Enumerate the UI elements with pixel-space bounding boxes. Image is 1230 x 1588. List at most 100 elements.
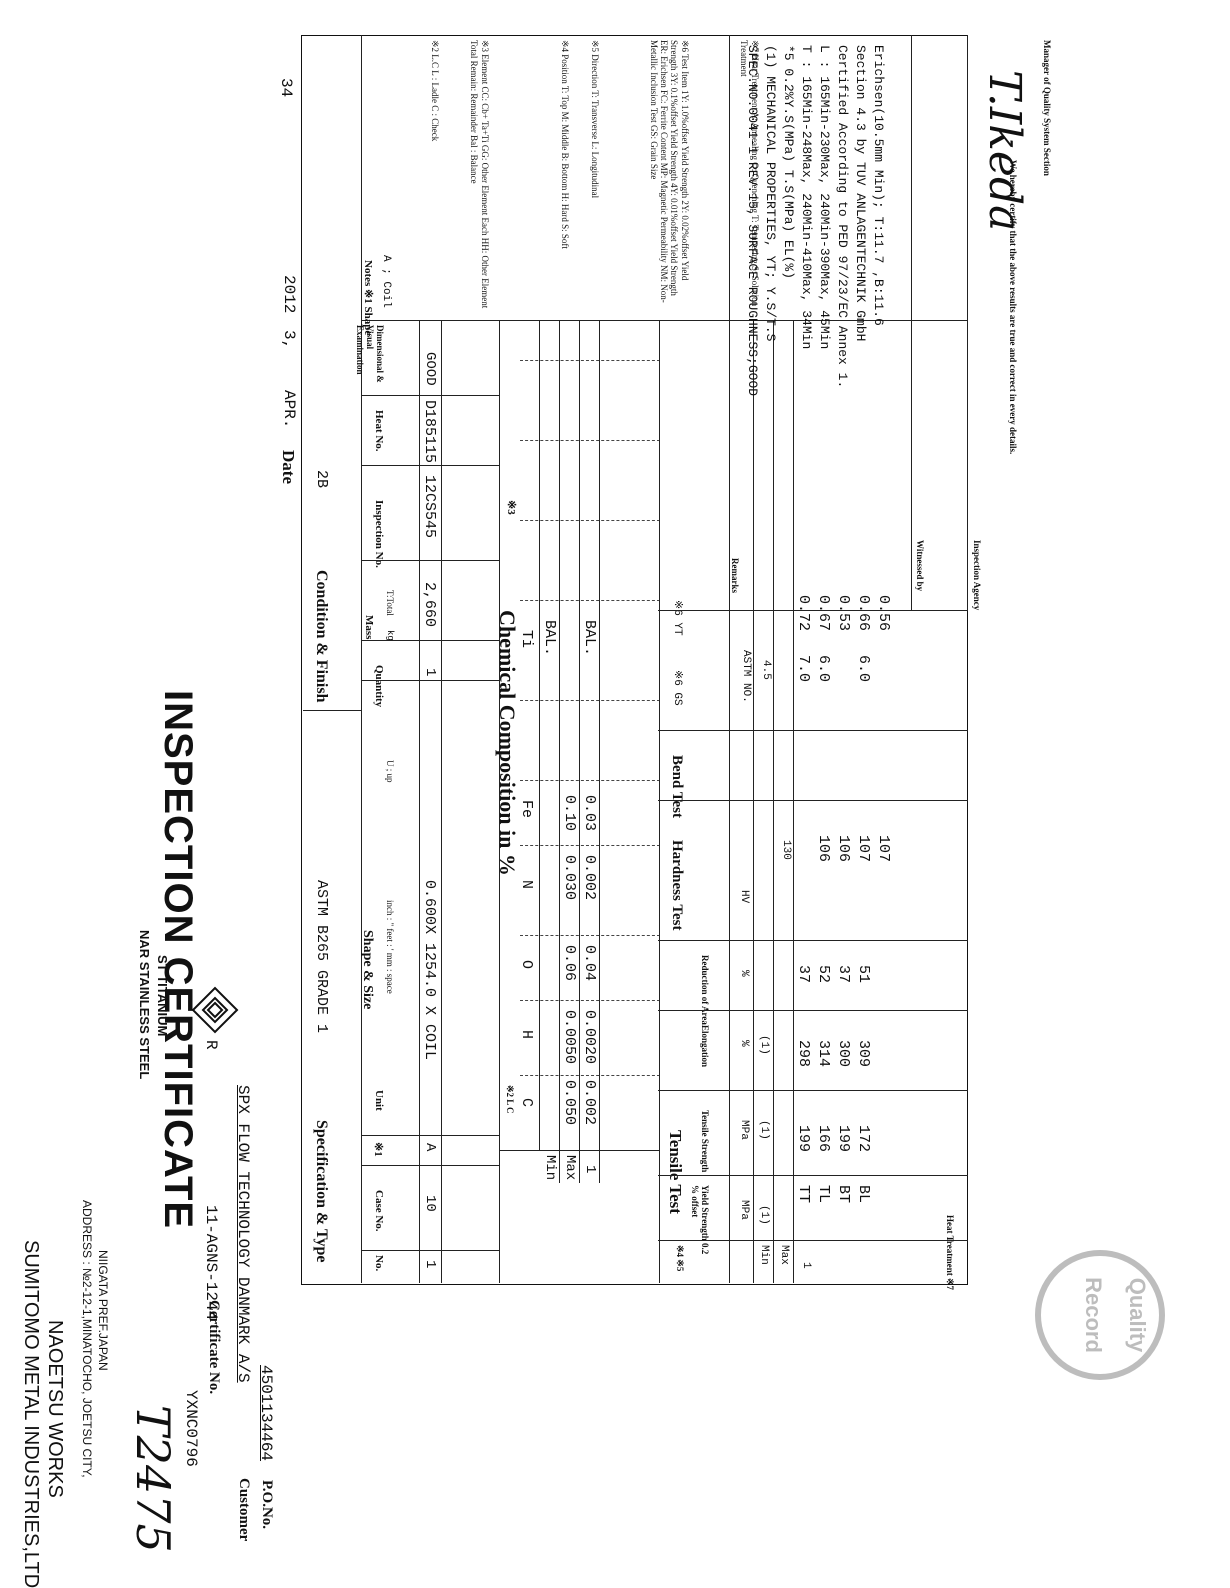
mech-cell-yield: 199: [795, 1125, 812, 1153]
row1-fe: 0.03: [581, 795, 598, 832]
mech-cell-pos: BL: [855, 1185, 872, 1204]
finish-value: 2B: [313, 470, 330, 489]
row1-h: 0.0020: [581, 1010, 598, 1065]
col-case: Case No.: [373, 1190, 385, 1232]
mech-cell-yt: 0.67: [815, 595, 832, 632]
row1-ti: BAL.: [581, 620, 598, 657]
element-ti: Ti: [518, 630, 535, 649]
max-ti: BAL.: [541, 620, 558, 657]
chem-mark3: ※3: [505, 500, 517, 515]
min-ts: (1): [758, 1120, 770, 1140]
col-dim: Dimensional & Visual Examination: [355, 325, 385, 383]
row-shape-code: A: [422, 1143, 438, 1152]
works-name: NAOETSU WORKS: [44, 1320, 66, 1498]
mech-cell-el: 37: [795, 965, 812, 984]
remarks-line: SPEC.NO.0041-1 REV.15, SURFACE ROUGHNESS…: [745, 45, 760, 397]
col-inspection: Inspection No.: [373, 500, 385, 568]
mech-cell-ts: 309: [855, 1040, 872, 1068]
remarks-line: Certified According to PED 97/23/EC Anne…: [835, 45, 850, 389]
mech-cell-yield: 166: [815, 1125, 832, 1153]
row-no: 1: [422, 1260, 438, 1269]
mech-cell-pos: BT: [835, 1185, 852, 1204]
row-case: 10: [422, 1195, 438, 1212]
gs-astm-label: ASTM NO.: [740, 650, 752, 703]
unit-red: %: [738, 970, 750, 977]
remarks-line: Section 4.3 by TUV ANLAGENTECHNIK GmbH: [853, 45, 868, 342]
remarks-label: Remarks: [730, 558, 740, 593]
mech-cell-ts: 298: [795, 1040, 812, 1068]
row-heat: D185115: [421, 400, 438, 464]
col-mass: Mass: [363, 615, 375, 640]
mech-hardness-header: Hardness Test: [669, 840, 685, 931]
element-n: N: [518, 880, 535, 890]
mech-max-label: Max: [778, 1245, 790, 1265]
remarks-line: T : 165Min-248Max, 240Min-410Max, 34Min: [799, 45, 814, 350]
address-line-1: ADDRESS : №2-12-1,MINATOCHO, JOETSU CITY…: [80, 1200, 94, 1478]
mech-cell-pos: TT: [795, 1185, 812, 1204]
row-inspection: 12CS545: [421, 475, 438, 539]
max-o: 0.06: [561, 945, 578, 982]
po-label: P.O.No.: [259, 1480, 275, 1530]
notes-element: ※3 Element CC: Cb+ Ta+Ti GG: Other Eleme…: [469, 40, 490, 309]
mech-cell-ts: 314: [815, 1040, 832, 1068]
max-c: 0.050: [561, 1080, 578, 1126]
col-mark1: ※1: [372, 1142, 384, 1157]
max-gs: 4.5: [760, 660, 772, 680]
row1-c: 0.002: [581, 1080, 598, 1126]
po-number: 4501134464: [257, 1365, 275, 1462]
mech-cell-hv: 106: [815, 835, 832, 863]
col-mass-sub: T:Total: [385, 590, 395, 616]
unit-elong: %: [738, 1040, 750, 1047]
witnessed-label: Witnessed by: [915, 540, 925, 592]
spec-value: ASTM B265 GRADE 1: [313, 880, 330, 1034]
col-shape-sub2: U ; up: [385, 760, 395, 783]
notes-title: Notes ※1 Shape: [362, 260, 374, 336]
spec-header: Specification & Type: [313, 1120, 330, 1263]
condition-header: Condition & Finish: [313, 570, 330, 703]
chem-mark2: ※2 L C: [505, 1085, 515, 1114]
remarks-line: (1) MECHANICAL PROPERTIES, YT; Y.S/T.S: [763, 45, 778, 342]
mech-cell-pos: TL: [815, 1185, 832, 1204]
notes-direction: ※5 Direction T: Transverse L: Longitudin…: [590, 40, 600, 199]
mech-elong-header: Elongation: [700, 1025, 710, 1068]
min-elong: (1): [758, 1035, 770, 1055]
mech-cell-gs: 6.0: [855, 655, 872, 683]
manager-title: Manager of Quality System Section: [1042, 40, 1052, 176]
mech-row-no: 1: [800, 1262, 812, 1269]
mech-yield-header: Yield Strength 0.2 % offset: [690, 1185, 710, 1255]
element-fe: Fe: [518, 800, 535, 819]
max-fe: 0.10: [561, 795, 578, 832]
remarks-line: L : 165Min-230Max, 240Min-390Max, 45Min: [817, 45, 832, 350]
date-year: 2012: [280, 275, 298, 314]
row-size: 0.600X 1254.0 X COIL: [421, 880, 438, 1061]
unit-hardness: HV: [738, 890, 750, 904]
mech-tensile-header: Tensile Test: [666, 1130, 685, 1214]
certificate-number: 11-AGNS-1244: [202, 1205, 220, 1321]
element-o: O: [518, 960, 535, 970]
mech-cell-el: 51: [855, 965, 872, 984]
company-name: SUMITOMO METAL INDUSTRIES,LTD: [20, 1240, 42, 1588]
handwritten-number: T2475: [126, 1405, 180, 1553]
mech-cell-hv: 106: [835, 835, 852, 863]
mech-cell-ts: 300: [835, 1040, 852, 1068]
mech-yt-header: ※6 YT: [671, 600, 683, 636]
unit-ts: MPa: [738, 1120, 750, 1140]
date-day: 3,: [280, 330, 298, 350]
mech-min-label: Min: [758, 1245, 770, 1265]
mech-cell-gs: 7.0: [795, 655, 812, 683]
col-shape-sub: inch : " feet : ' mm : space: [385, 900, 395, 994]
row-quantity: 1: [422, 668, 438, 677]
col-no: No.: [373, 1255, 385, 1272]
mech-ts-header: Tensile Strength: [700, 1110, 710, 1173]
col-quantity: Quantity: [373, 665, 385, 708]
remarks-line: Erichsen(10.5mm Min); T:11.7 ,B:11.6: [871, 45, 886, 326]
customer-label: Customer: [236, 1478, 252, 1542]
max-h: 0.0050: [561, 1010, 578, 1065]
heat-treatment-label: Heat Treatment ※7: [945, 1215, 955, 1291]
product-line-2: ST TITANIUM: [155, 955, 170, 1037]
element-h: H: [518, 1030, 535, 1040]
notes-position: ※4 Position T: Top M: Middle B: Bottom H…: [560, 40, 570, 249]
col-unit: Unit: [373, 1090, 385, 1111]
mech-cell-yt: 0.56: [875, 595, 892, 632]
